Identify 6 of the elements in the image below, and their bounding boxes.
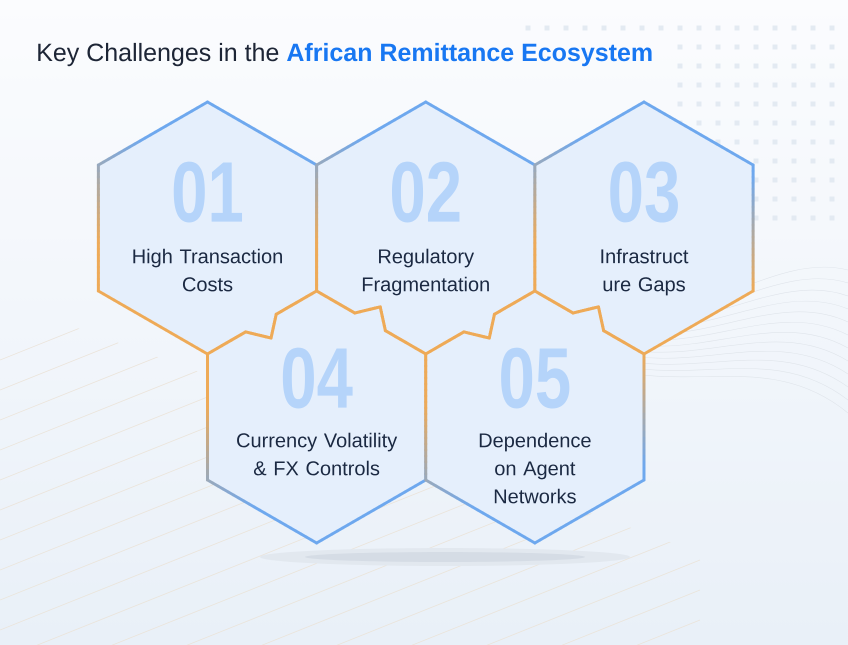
hexagon-label: Dependence on Agent Networks <box>480 432 591 504</box>
hexagon-label: Regulatory Fragmentation <box>362 248 489 296</box>
hexagon-label: High Transaction Costs <box>133 248 282 292</box>
hexagon-label: Currency Volatility & FX Controls <box>237 432 398 476</box>
hexagon-label: Infrastruct ure Gaps <box>601 248 688 296</box>
title: Key Challenges in the African Remittance Ecosystem <box>38 42 652 66</box>
